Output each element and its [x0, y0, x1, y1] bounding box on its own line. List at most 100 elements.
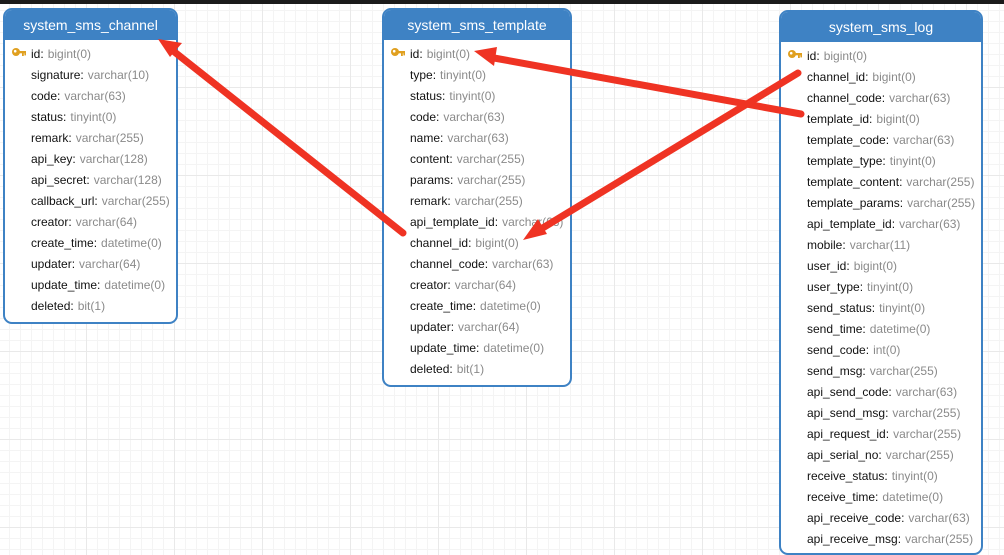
column-send-code[interactable]: send_code:int(0): [781, 339, 981, 360]
column-status[interactable]: status:tinyint(0): [5, 106, 176, 127]
column-send-msg[interactable]: send_msg:varchar(255): [781, 360, 981, 381]
table-system-sms-channel[interactable]: system_sms_channel id:bigint(0)signature…: [3, 8, 178, 324]
column-user-id[interactable]: user_id:bigint(0): [781, 255, 981, 276]
column-separator: :: [436, 109, 440, 124]
column-separator: :: [468, 235, 472, 250]
column-type: varchar(64): [75, 214, 138, 229]
column-creator[interactable]: creator:varchar(64): [384, 274, 570, 295]
column-create-time[interactable]: create_time:datetime(0): [384, 295, 570, 316]
column-type: varchar(255): [75, 130, 144, 145]
column-separator: :: [899, 195, 904, 210]
arrow-template-channel-to-channel-id: [158, 39, 407, 237]
column-separator: :: [40, 46, 44, 61]
primary-key-icon: [787, 48, 803, 62]
column-code[interactable]: code:varchar(63): [384, 106, 570, 127]
column-channel-id[interactable]: channel_id:bigint(0): [781, 66, 981, 87]
column-api-receive-msg[interactable]: api_receive_msg:varchar(255): [781, 528, 981, 549]
column-signature[interactable]: signature:varchar(10): [5, 64, 176, 85]
column-updater[interactable]: updater:varchar(64): [384, 316, 570, 337]
column-type: bigint(0): [872, 69, 916, 84]
column-name: status: [31, 109, 64, 124]
column-template-content[interactable]: template_content:varchar(255): [781, 171, 981, 192]
column-template-code[interactable]: template_code:varchar(63): [781, 129, 981, 150]
column-separator: :: [878, 447, 882, 462]
column-receive-status[interactable]: receive_status:tinyint(0): [781, 465, 981, 486]
column-type: tinyint(0): [867, 279, 914, 294]
column-api-send-msg[interactable]: api_send_msg:varchar(255): [781, 402, 981, 423]
column-template-id[interactable]: template_id:bigint(0): [781, 108, 981, 129]
column-type: bit(1): [77, 298, 106, 313]
column-receive-time[interactable]: receive_time:datetime(0): [781, 486, 981, 507]
column-separator: :: [447, 277, 451, 292]
column-name: id: [31, 46, 41, 61]
column-type: bigint(0): [426, 46, 471, 61]
table-system-sms-template[interactable]: system_sms_template id:bigint(0)type:tin…: [382, 8, 572, 387]
column-separator: :: [476, 340, 480, 355]
table-system-sms-log[interactable]: system_sms_log id:bigint(0)channel_id:bi…: [779, 10, 983, 555]
column-separator: :: [869, 111, 873, 126]
column-template-type[interactable]: template_type:tinyint(0): [781, 150, 981, 171]
column-api-key[interactable]: api_key:varchar(128): [5, 148, 176, 169]
column-channel-id[interactable]: channel_id:bigint(0): [384, 232, 570, 253]
column-status[interactable]: status:tinyint(0): [384, 85, 570, 106]
column-type: tinyint(0): [891, 468, 938, 483]
column-type: varchar(255): [101, 193, 170, 208]
column-update-time[interactable]: update_time:datetime(0): [384, 337, 570, 358]
column-name: creator: [31, 214, 69, 229]
column-name: update_time: [410, 340, 477, 355]
column-separator: :: [865, 342, 870, 357]
column-params[interactable]: params:varchar(255): [384, 169, 570, 190]
column-api-request-id[interactable]: api_request_id:varchar(255): [781, 423, 981, 444]
column-channel-code[interactable]: channel_code:varchar(63): [384, 253, 570, 274]
column-remark[interactable]: remark:varchar(255): [384, 190, 570, 211]
column-api-serial-no[interactable]: api_serial_no:varchar(255): [781, 444, 981, 465]
column-send-status[interactable]: send_status:tinyint(0): [781, 297, 981, 318]
column-type: varchar(63): [447, 130, 509, 145]
column-type: varchar(64): [79, 256, 141, 271]
column-remark[interactable]: remark:varchar(255): [5, 127, 176, 148]
column-type: tinyint(0): [889, 153, 936, 168]
column-type: varchar(255): [906, 174, 975, 189]
primary-key-icon: [390, 46, 406, 60]
column-type: tinyint(0): [70, 109, 117, 124]
column-type: tinyint(0): [449, 88, 496, 103]
column-creator[interactable]: creator:varchar(64): [5, 211, 176, 232]
column-name: create_time: [31, 235, 94, 250]
column-api-template-id[interactable]: api_template_id:varchar(63): [384, 211, 570, 232]
column-deleted[interactable]: deleted:bit(1): [384, 358, 570, 379]
column-separator: :: [68, 214, 72, 229]
column-template-params[interactable]: template_params:varchar(255): [781, 192, 981, 213]
column-name: updater: [31, 256, 72, 271]
column-separator: :: [97, 277, 101, 292]
column-type: bigint(0): [47, 46, 92, 61]
column-api-send-code[interactable]: api_send_code:varchar(63): [781, 381, 981, 402]
column-name: template_type: [807, 153, 883, 168]
column-type: varchar(63): [64, 88, 126, 103]
column-send-time[interactable]: send_time:datetime(0): [781, 318, 981, 339]
column-name[interactable]: name:varchar(63): [384, 127, 570, 148]
column-deleted[interactable]: deleted:bit(1): [5, 295, 176, 316]
column-separator: :: [846, 258, 850, 273]
column-type[interactable]: type:tinyint(0): [384, 64, 570, 85]
column-content[interactable]: content:varchar(255): [384, 148, 570, 169]
column-id[interactable]: id:bigint(0): [781, 45, 981, 66]
column-api-template-id[interactable]: api_template_id:varchar(63): [781, 213, 981, 234]
column-name: send_code: [807, 342, 866, 357]
column-channel-code[interactable]: channel_code:varchar(63): [781, 87, 981, 108]
column-separator: :: [94, 193, 98, 208]
column-id[interactable]: id:bigint(0): [5, 43, 176, 64]
column-callback-url[interactable]: callback_url:varchar(255): [5, 190, 176, 211]
column-code[interactable]: code:varchar(63): [5, 85, 176, 106]
column-name: update_time: [31, 277, 98, 292]
column-updater[interactable]: updater:varchar(64): [5, 253, 176, 274]
column-mobile[interactable]: mobile:varchar(11): [781, 234, 981, 255]
column-api-receive-code[interactable]: api_receive_code:varchar(63): [781, 507, 981, 528]
column-separator: :: [875, 489, 879, 504]
column-name: code: [410, 109, 437, 124]
column-user-type[interactable]: user_type:tinyint(0): [781, 276, 981, 297]
column-update-time[interactable]: update_time:datetime(0): [5, 274, 176, 295]
column-api-secret[interactable]: api_secret:varchar(128): [5, 169, 176, 190]
column-id[interactable]: id:bigint(0): [384, 43, 570, 64]
column-name: api_template_id: [807, 216, 892, 231]
column-create-time[interactable]: create_time:datetime(0): [5, 232, 176, 253]
